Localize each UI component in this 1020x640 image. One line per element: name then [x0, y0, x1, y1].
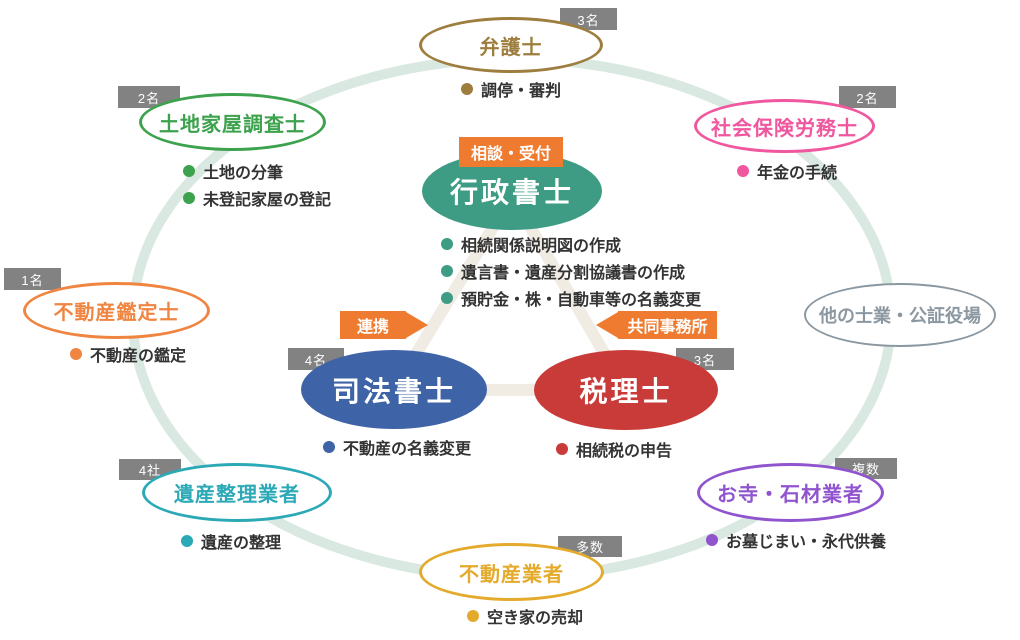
node-label: 弁護士	[479, 36, 543, 59]
node-ellipse: 他の士業・公証役場	[804, 283, 996, 347]
node-label: 司法書士	[331, 375, 456, 407]
service-label: 年金の手続	[757, 164, 838, 182]
relation-tag: 共同事務所	[618, 311, 717, 339]
node-label: 税理士	[579, 376, 673, 407]
node-label: 不動産鑑定士	[53, 302, 180, 324]
collaboration-triangle	[388, 190, 632, 396]
bullet-dot-icon	[737, 164, 749, 177]
service-item: 年金の手続	[737, 160, 838, 182]
role-tag: 相談・受付	[459, 137, 563, 167]
bullet-dot-icon	[70, 347, 82, 360]
service-list: 調停・審判	[461, 78, 561, 105]
service-label: 未登記家屋の登記	[203, 191, 332, 209]
node-label: お寺・石材業者	[717, 484, 864, 506]
bullet-dot-icon	[323, 440, 335, 453]
service-label: 空き家の売却	[487, 609, 584, 627]
node-label: 遺産整理業者	[174, 484, 300, 506]
service-label: 調停・審判	[481, 82, 562, 100]
service-label: 預貯金・株・自動車等の名義変更	[461, 291, 702, 309]
node-ellipse: 弁護士	[419, 17, 603, 73]
service-list: 不動産の名義変更	[323, 436, 471, 463]
service-list: 年金の手続	[737, 160, 837, 187]
node-ellipse: 司法書士	[301, 350, 487, 429]
service-list: 土地の分筆 未登記家屋の登記	[183, 160, 331, 214]
service-item: 遺産の整理	[181, 530, 282, 552]
service-list: 遺産の整理	[181, 530, 281, 557]
node-ellipse: 不動産鑑定士	[23, 282, 210, 339]
node-ellipse: 税理士	[534, 350, 718, 430]
service-item: 調停・審判	[461, 78, 562, 100]
service-item: 相続関係説明図の作成	[441, 233, 701, 255]
node-label: 土地家屋調査士	[159, 113, 306, 136]
bullet-dot-icon	[183, 191, 195, 204]
service-item: 相続税の申告	[556, 438, 673, 460]
bullet-dot-icon	[441, 291, 453, 304]
service-label: 遺言書・遺産分割協議書の作成	[461, 264, 686, 282]
service-item: 不動産の鑑定	[70, 343, 187, 365]
service-label: 土地の分筆	[203, 164, 284, 182]
node-label: 行政書士	[449, 177, 574, 208]
service-label: お墓じまい・永代供養	[726, 533, 887, 551]
node-ellipse: 遺産整理業者	[142, 463, 332, 522]
service-item: 遺言書・遺産分割協議書の作成	[441, 260, 701, 282]
service-label: 相続関係説明図の作成	[461, 237, 622, 255]
bullet-dot-icon	[461, 82, 473, 95]
node-ellipse: 社会保険労務士	[694, 99, 875, 153]
service-list: 空き家の売却	[467, 605, 583, 632]
node-ellipse: 不動産業者	[419, 543, 604, 601]
count-badge: 2名	[839, 86, 896, 108]
service-label: 不動産の鑑定	[90, 347, 187, 365]
service-item: 預貯金・株・自動車等の名義変更	[441, 287, 702, 309]
service-label: 相続税の申告	[576, 442, 673, 460]
node-label: 不動産業者	[459, 563, 564, 586]
service-list: 相続関係説明図の作成 遺言書・遺産分割協議書の作成 預貯金・株・自動車等の名義変…	[441, 233, 701, 314]
service-item: 土地の分筆	[183, 160, 331, 182]
bullet-dot-icon	[467, 609, 479, 622]
service-label: 遺産の整理	[201, 534, 282, 552]
service-label: 不動産の名義変更	[343, 440, 472, 458]
node-ellipse: 土地家屋調査士	[139, 93, 326, 151]
relation-tag: 連携	[340, 311, 406, 339]
service-item: お墓じまい・永代供養	[706, 529, 887, 551]
bullet-dot-icon	[183, 164, 195, 177]
service-item: 不動産の名義変更	[323, 436, 472, 458]
node-label: 他の士業・公証役場	[819, 306, 981, 326]
count-badge: 1名	[4, 268, 61, 290]
bullet-dot-icon	[441, 237, 453, 250]
node-label: 社会保険労務士	[711, 117, 858, 140]
bullet-dot-icon	[181, 534, 193, 547]
service-item: 未登記家屋の登記	[183, 187, 332, 209]
node-ellipse: お寺・石材業者	[697, 463, 884, 522]
service-item: 空き家の売却	[467, 605, 584, 627]
service-list: 相続税の申告	[556, 438, 672, 465]
service-list: お墓じまい・永代供養	[706, 529, 886, 556]
bullet-dot-icon	[556, 442, 568, 455]
bullet-dot-icon	[706, 533, 718, 546]
service-list: 不動産の鑑定	[70, 343, 186, 370]
bullet-dot-icon	[441, 264, 453, 277]
